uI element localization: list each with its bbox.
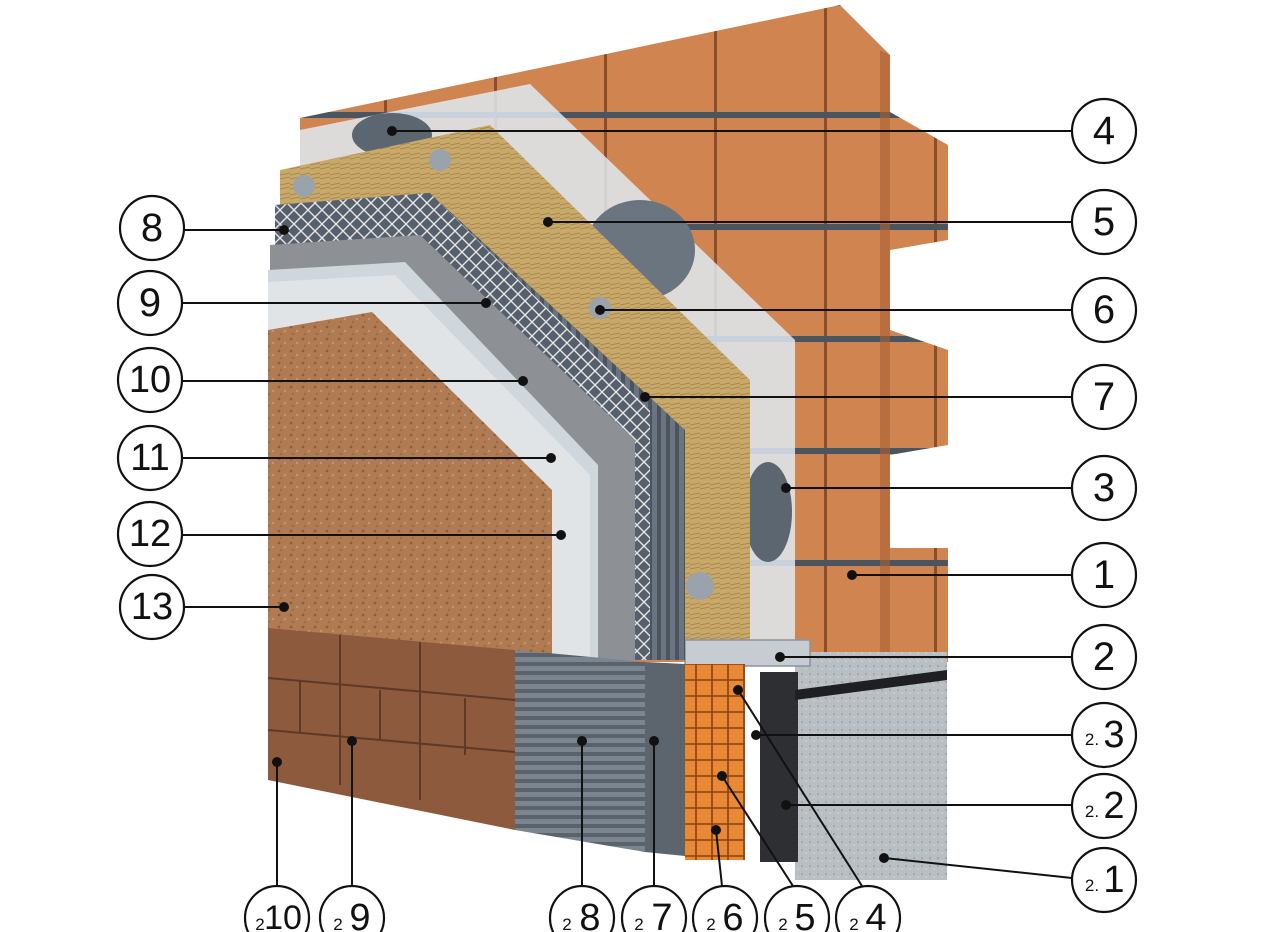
callout-2-5-number: 5	[794, 897, 815, 932]
callout-8-number: 8	[141, 206, 163, 250]
callout-2-8-number: 8	[579, 897, 600, 932]
callout-2-6-number: 6	[722, 897, 743, 932]
callout-1-number: 1	[1093, 553, 1115, 597]
callout-5-number: 5	[1093, 200, 1115, 244]
callout-2-7-number: 7	[651, 897, 672, 932]
callout-2-9-prefix: 2	[333, 915, 342, 932]
callout-11-number: 11	[130, 437, 169, 479]
callout-8: 8	[120, 196, 289, 260]
callout-10-number: 10	[129, 359, 171, 401]
callout-2-2-number: 2	[1103, 785, 1124, 827]
callout-6-number: 6	[1093, 288, 1115, 332]
callout-2-5-prefix: 2	[778, 915, 787, 932]
callout-2-4-number: 4	[865, 897, 886, 932]
callout-2-2-prefix: 2.	[1085, 802, 1099, 821]
callout-2-number: 2	[1093, 635, 1115, 679]
callout-2-7-prefix: 2	[634, 915, 643, 932]
callout-3-number: 3	[1093, 466, 1115, 510]
callout-2-1-prefix: 2.	[1085, 876, 1099, 895]
callout-13-number: 13	[131, 586, 173, 628]
callout-13: 13	[120, 575, 289, 639]
grooved-panel-layer	[515, 650, 685, 856]
callout-4-number: 4	[1093, 109, 1115, 153]
foundation-layer	[760, 652, 947, 880]
callout-7-number: 7	[1093, 375, 1115, 419]
callout-2-8-prefix: 2	[562, 915, 571, 932]
callout-2-3-number: 3	[1103, 714, 1124, 756]
callout-2-9-number: 9	[349, 897, 370, 932]
callout-2-3-prefix: 2.	[1085, 730, 1099, 749]
callout-12-number: 12	[129, 513, 171, 555]
callout-2-4-prefix: 2	[849, 915, 858, 932]
callout-9-number: 9	[139, 281, 161, 325]
callout-2-6-prefix: 2	[706, 915, 715, 932]
callout-2-10-number: 10	[264, 899, 302, 932]
callout-2-1-number: 1	[1103, 859, 1124, 901]
